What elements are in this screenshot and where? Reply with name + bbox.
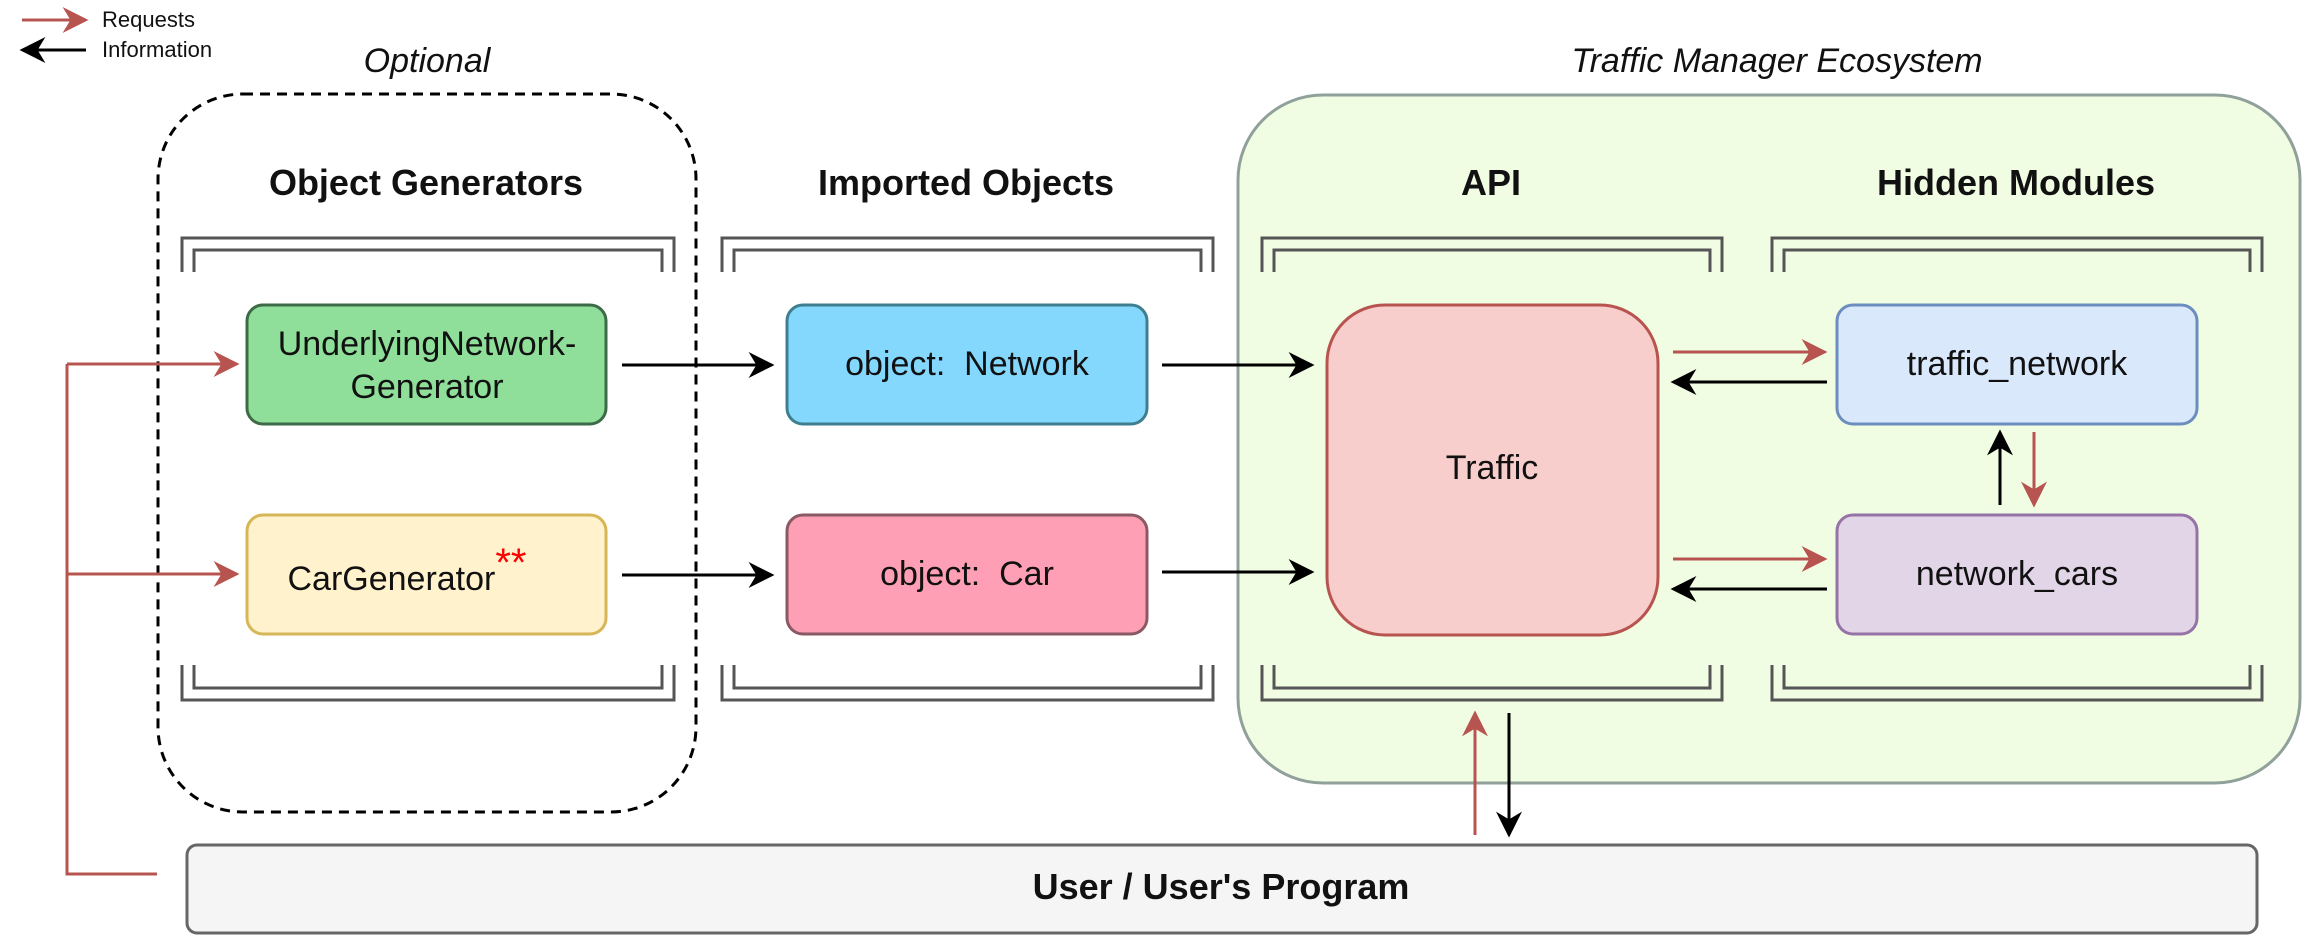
car-generator-label: CarGenerator** bbox=[287, 541, 526, 598]
legend: Requests Information bbox=[19, 7, 212, 63]
underlying-network-generator-label-line2: Generator bbox=[350, 368, 503, 406]
header-hidden-modules: Hidden Modules bbox=[1877, 162, 2155, 203]
request-edges bbox=[65, 339, 2047, 876]
underlying-network-generator-label-line1: UnderlyingNetwork- bbox=[278, 325, 577, 363]
node-user-program[interactable]: User / User's Program bbox=[185, 843, 2259, 935]
node-network-cars[interactable]: network_cars bbox=[1835, 513, 2199, 636]
node-car-generator[interactable]: CarGenerator** bbox=[245, 513, 608, 636]
car-generator-text: CarGenerator bbox=[287, 560, 495, 598]
bracket-top-object-generators bbox=[180, 236, 676, 272]
bracket-top-imported-objects bbox=[720, 236, 1215, 272]
bracket-top-api bbox=[1260, 236, 1724, 272]
optional-container bbox=[156, 92, 698, 814]
traffic-label: Traffic bbox=[1446, 449, 1539, 487]
column-brackets bbox=[180, 236, 2264, 702]
header-api: API bbox=[1461, 162, 1521, 203]
bracket-bottom-hidden-modules bbox=[1770, 665, 2264, 702]
header-object-generators: Object Generators bbox=[269, 162, 583, 203]
legend-information-label: Information bbox=[102, 37, 212, 62]
user-program-label: User / User's Program bbox=[1033, 866, 1410, 907]
bracket-bottom-imported-objects bbox=[720, 665, 1215, 702]
information-edges bbox=[622, 352, 2013, 838]
traffic-network-label: traffic_network bbox=[1907, 345, 2128, 383]
edge-user-to-generators bbox=[65, 364, 157, 876]
bracket-bottom-api bbox=[1260, 665, 1724, 702]
node-underlying-network-generator[interactable]: UnderlyingNetwork- Generator bbox=[245, 303, 608, 426]
optional-group-title: Optional bbox=[364, 42, 492, 80]
legend-requests-label: Requests bbox=[102, 7, 195, 32]
bracket-top-hidden-modules bbox=[1770, 236, 2264, 272]
object-network-label: object: Network bbox=[845, 345, 1090, 383]
header-imported-objects: Imported Objects bbox=[818, 162, 1114, 203]
node-object-car[interactable]: object: Car bbox=[785, 513, 1149, 636]
object-car-label: object: Car bbox=[880, 555, 1054, 593]
node-traffic[interactable]: Traffic bbox=[1325, 303, 1660, 637]
car-generator-mark: ** bbox=[495, 541, 526, 585]
ecosystem-group-title: Traffic Manager Ecosystem bbox=[1571, 42, 1982, 80]
node-object-network[interactable]: object: Network bbox=[785, 303, 1149, 426]
node-traffic-network[interactable]: traffic_network bbox=[1835, 303, 2199, 426]
network-cars-label: network_cars bbox=[1916, 555, 2118, 593]
bracket-bottom-object-generators bbox=[180, 665, 676, 702]
